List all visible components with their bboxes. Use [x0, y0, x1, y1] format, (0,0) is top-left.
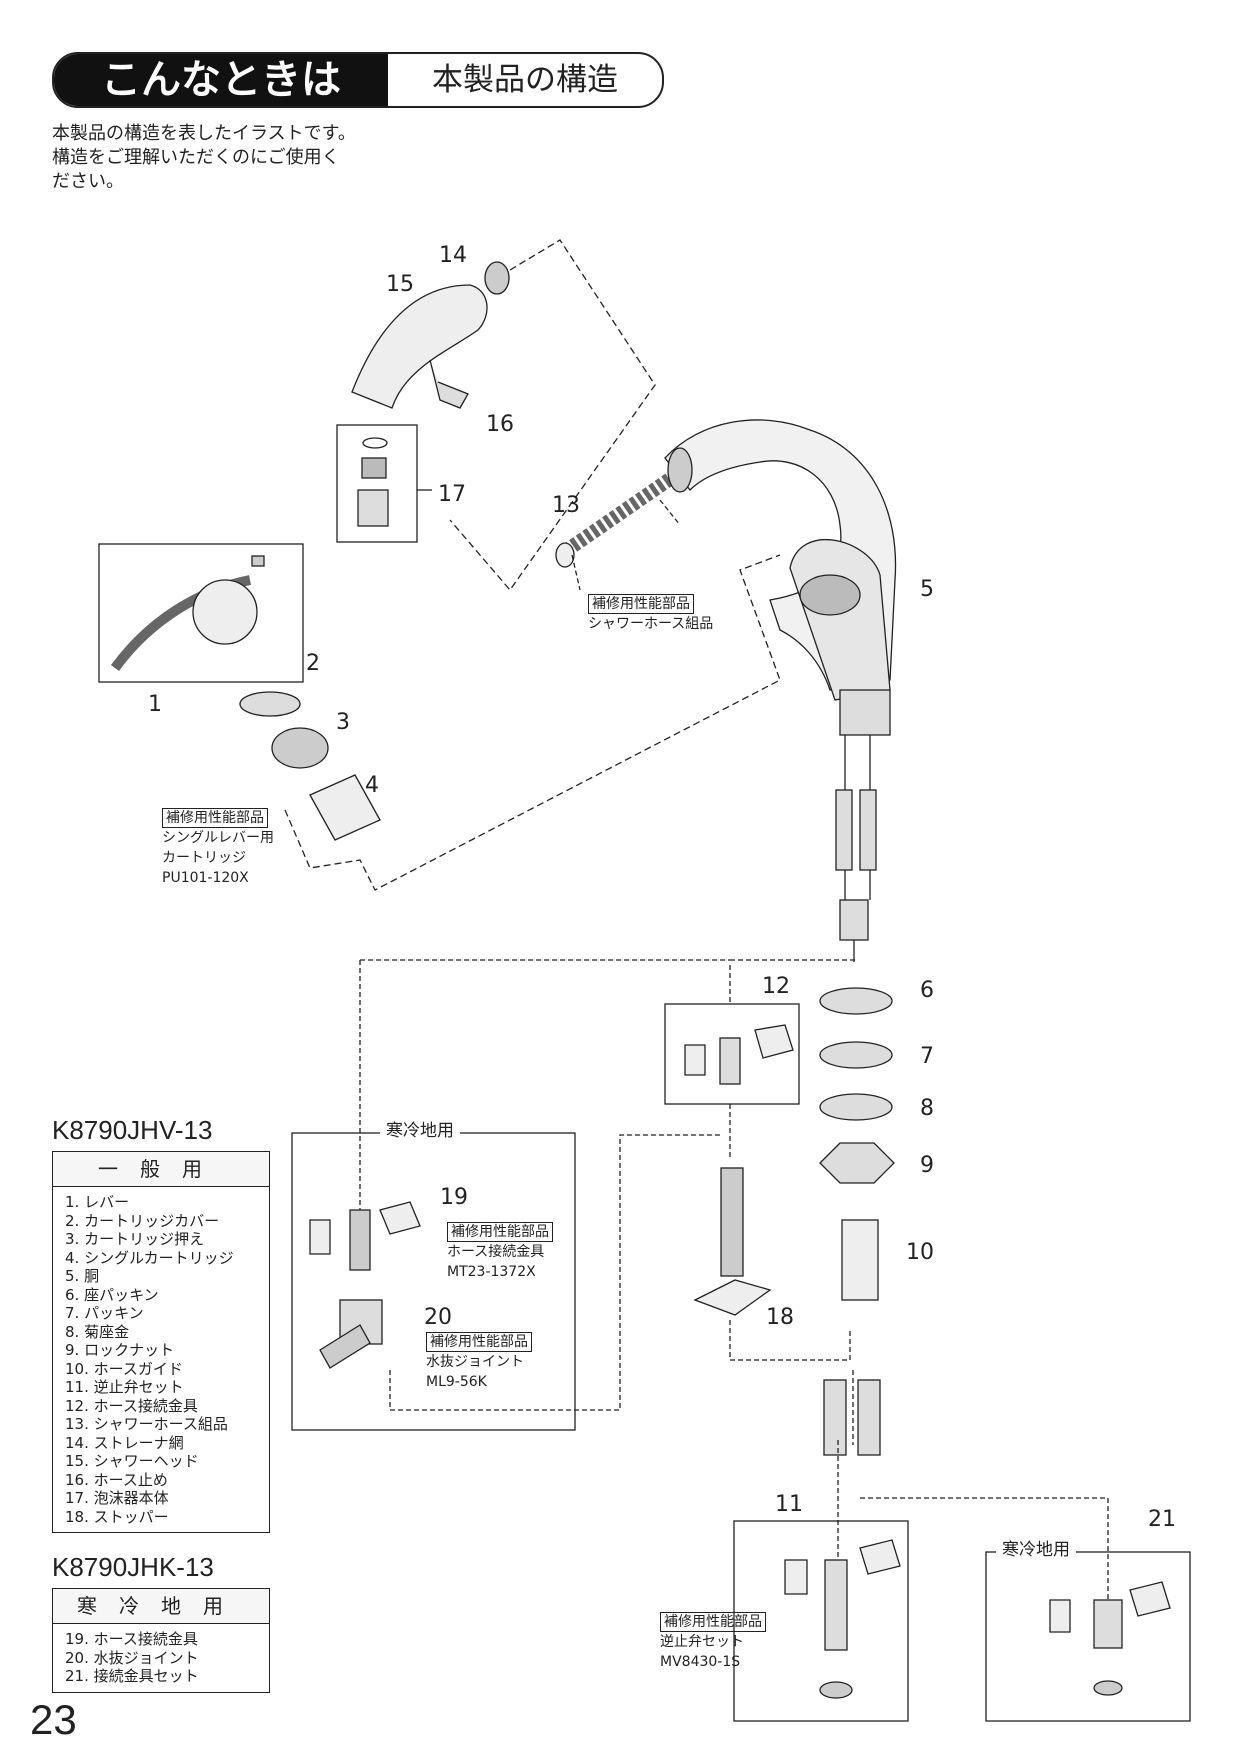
list-item: 12. ホース接続金具: [65, 1396, 198, 1415]
callout-16: 16: [486, 412, 514, 437]
part-name: 水抜ジョイント: [426, 1354, 524, 1370]
list-item: 19. ホース接続金具: [65, 1630, 198, 1648]
callout-15: 15: [386, 272, 414, 297]
check-valve-label: 補修用性能部品 逆止弁セット MV8430-1S: [660, 1612, 766, 1672]
callout-1: 1: [148, 692, 162, 717]
model-general-code: K8790JHV-13: [52, 1115, 213, 1145]
part-name: シングルレバー用: [162, 830, 274, 846]
model-cold-code: K8790JHK-13: [52, 1552, 214, 1582]
list-item: 3. カートリッジ押え: [65, 1230, 205, 1248]
part-code: MV8430-1S: [660, 1654, 741, 1670]
model-cold-table: 寒冷地用 19. ホース接続金具 20. 水抜ジョイント 21. 接続金具セット: [52, 1588, 270, 1693]
list-item: 5. 胴: [65, 1267, 100, 1285]
list-item: 17. 泡沫器本体: [65, 1489, 169, 1507]
callout-8: 8: [920, 1096, 934, 1121]
part-name: カートリッジ: [162, 850, 246, 866]
shower-head-drawing: [336, 239, 656, 592]
stopper-18-drawing: [693, 1167, 881, 1456]
check-valve-box-drawing: [733, 1440, 909, 1722]
part-code: MT23-1372X: [447, 1264, 536, 1280]
repair-part-tag: 補修用性能部品: [447, 1222, 553, 1242]
cold-area-title: 寒冷地用: [380, 1121, 460, 1141]
intro-text: 本製品の構造を表したイラストです。 構造をご理解いただくのにご使用く ださい。: [52, 122, 356, 194]
intro-line: ださい。: [52, 171, 124, 192]
model-general-table: 一般用 1. レバー 2. カートリッジカバー 3. カートリッジ押え 4. シ…: [52, 1151, 270, 1533]
part-name: 逆止弁セット: [660, 1634, 744, 1650]
list-item: 14. ストレーナ網: [65, 1433, 184, 1452]
section-header: こんなときは 本製品の構造: [52, 52, 664, 108]
callout-19: 19: [440, 1185, 468, 1210]
list-item: 7. パッキン: [65, 1304, 144, 1322]
page-number: 23: [30, 1696, 77, 1743]
repair-part-tag: 補修用性能部品: [162, 808, 268, 828]
list-item: 11. 逆止弁セット: [65, 1378, 184, 1396]
list-item: 15. シャワーヘッド: [65, 1452, 199, 1470]
callout-5: 5: [920, 577, 934, 602]
intro-line: 本製品の構造を表したイラストです。: [52, 123, 356, 144]
list-item: 21. 接続金具セット: [65, 1667, 199, 1685]
callout-6: 6: [920, 978, 934, 1003]
washers-drawing: [819, 987, 895, 1301]
callout-21: 21: [1148, 1507, 1176, 1532]
shower-hose-label: 補修用性能部品 シャワーホース組品: [588, 594, 713, 634]
callout-17: 17: [438, 482, 466, 507]
cartridge-label: 補修用性能部品 シングルレバー用 カートリッジ PU101-120X: [162, 808, 274, 888]
table-header: 寒冷地用: [53, 1589, 269, 1624]
list-item: 8. 菊座金: [65, 1322, 130, 1341]
hose-fitting-label: 補修用性能部品 ホース接続金具 MT23-1372X: [447, 1222, 553, 1282]
callout-14: 14: [439, 243, 467, 268]
intro-line: 構造をご理解いただくのにご使用く: [52, 147, 340, 168]
callout-7: 7: [920, 1044, 934, 1069]
repair-part-tag: 補修用性能部品: [426, 1332, 532, 1352]
section-badge: こんなときは: [54, 54, 388, 106]
shower-hose-drawing: [555, 466, 684, 591]
section-title: 本製品の構造: [432, 62, 618, 98]
callout-11: 11: [775, 1492, 803, 1517]
list-item: 18. ストッパー: [65, 1507, 169, 1526]
list-item: 1. レバー: [65, 1193, 130, 1211]
callout-12: 12: [762, 974, 790, 999]
list-item: 4. シングルカートリッジ: [65, 1248, 234, 1267]
callout-2: 2: [306, 651, 320, 676]
part-code: PU101-120X: [162, 870, 249, 886]
callout-4: 4: [365, 773, 379, 798]
table-header: 一般用: [53, 1152, 269, 1187]
list-item: 20. 水抜ジョイント: [65, 1648, 199, 1667]
faucet-body-drawing: [664, 419, 897, 962]
callout-18: 18: [766, 1305, 794, 1330]
part-name: ホース接続金具: [447, 1244, 545, 1260]
list-item: 13. シャワーホース組品: [65, 1415, 228, 1433]
repair-part-tag: 補修用性能部品: [588, 594, 694, 614]
list-item: 2. カートリッジカバー: [65, 1211, 220, 1230]
callout-3: 3: [336, 710, 350, 735]
callout-9: 9: [920, 1153, 934, 1178]
list-item: 9. ロックナット: [65, 1341, 175, 1359]
callout-13: 13: [552, 493, 580, 518]
hose-fitting-12-drawing: [664, 959, 855, 1160]
part-code: ML9-56K: [426, 1374, 487, 1390]
lever-drawing: [98, 543, 781, 891]
list-item: 10. ホースガイド: [65, 1359, 183, 1378]
cold-area-21-box-drawing: [860, 1497, 1191, 1722]
repair-part-tag: 補修用性能部品: [660, 1612, 766, 1632]
list-item: 6. 座パッキン: [65, 1285, 159, 1304]
list-item: 16. ホース止め: [65, 1470, 168, 1489]
callout-10: 10: [906, 1240, 934, 1265]
cold-area-title-2: 寒冷地用: [996, 1540, 1076, 1560]
part-name: シャワーホース組品: [588, 616, 714, 632]
callout-20: 20: [424, 1305, 452, 1330]
drain-joint-label: 補修用性能部品 水抜ジョイント ML9-56K: [426, 1332, 532, 1392]
